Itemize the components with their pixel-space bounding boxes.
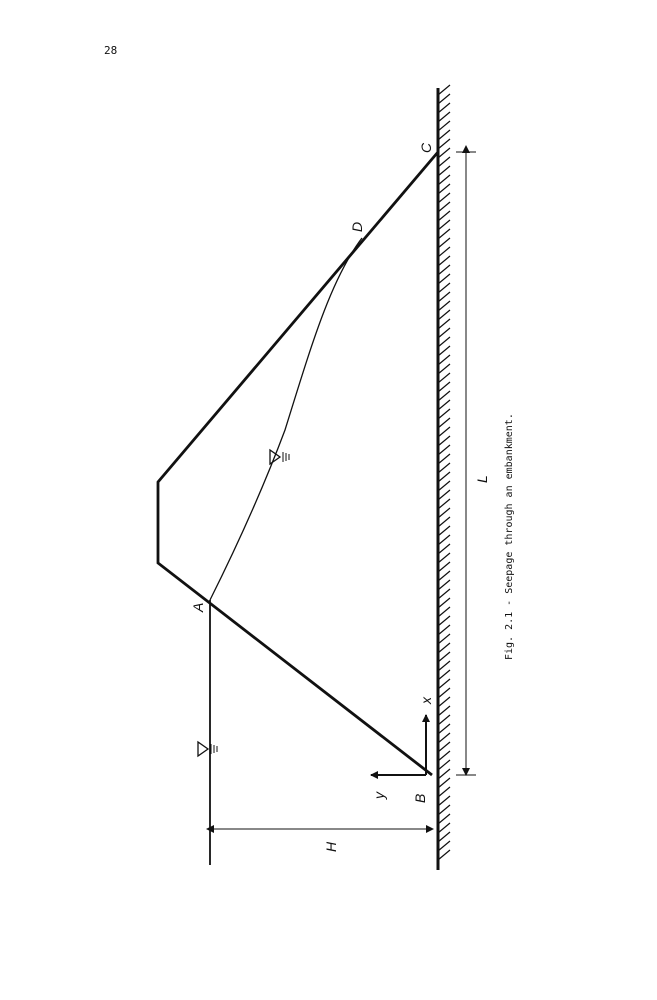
- embankment-outline: [156, 151, 440, 777]
- axis-label-y: y: [371, 791, 387, 800]
- point-label-b: B: [412, 794, 428, 803]
- point-label-d: D: [349, 222, 365, 232]
- point-label-a: A: [190, 603, 206, 613]
- coordinate-axes: [370, 714, 430, 779]
- ground-base: [436, 84, 451, 870]
- page-number: 28: [104, 44, 118, 57]
- water-level-symbol-phreatic: [269, 448, 290, 466]
- point-label-c: C: [418, 142, 434, 153]
- water-level-symbol-upstream: [197, 740, 218, 758]
- phreatic-line: [209, 237, 363, 601]
- dimension-label-h: H: [323, 841, 339, 852]
- dimension-l: [456, 145, 476, 776]
- axis-label-x: x: [418, 696, 434, 705]
- dimension-label-l: L: [474, 475, 490, 483]
- figure-caption: Fig. 2.1 - Seepage through an embankment…: [504, 413, 515, 660]
